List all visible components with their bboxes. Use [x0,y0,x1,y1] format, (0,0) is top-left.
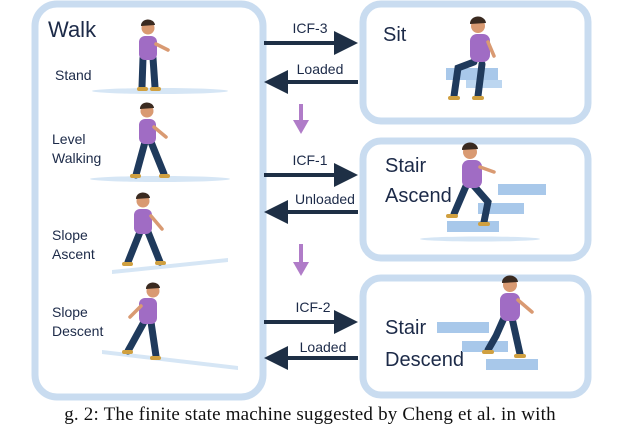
slope-ascent-ground [112,258,228,274]
slope-descent-person-figure [122,282,161,360]
ascend-to-descend-arrow [293,244,309,276]
walking-person-figure [130,102,170,179]
level-ground [90,176,230,182]
stair-ascend-stairs [447,184,546,232]
stair-descend-stairs [437,322,538,370]
unloaded-label: Unloaded [295,191,355,207]
figure-caption: g. 2: The finite state machine suggested… [64,404,556,425]
stand-ground [92,88,228,94]
icf2-label: ICF-2 [296,299,331,315]
slope-descent-ground [102,350,238,370]
walk-title: Walk [48,17,97,42]
sitting-person-figure [446,16,502,100]
sit-to-ascend-arrow [293,104,309,134]
icf3-label: ICF-3 [293,20,328,36]
standing-person-figure [137,19,170,91]
loaded-bottom-label: Loaded [300,339,347,355]
stair-ascend-person-figure [446,142,496,226]
stair-descend-title: Stair Descend [385,317,464,371]
stand-label: Stand [55,67,92,83]
stair-ascend-panel [359,137,592,262]
slope-descent-label: Slope Descent [52,304,103,339]
slope-ascent-label: Slope Ascent [52,227,95,262]
stair-descend-person-figure [482,275,534,358]
loaded-top-label: Loaded [297,61,344,77]
level-walking-label: Level Walking [52,131,101,166]
stair-ascend-ground [420,236,540,242]
sit-title: Sit [383,24,407,46]
slope-ascent-person-figure [122,192,166,266]
icf1-label: ICF-1 [293,152,328,168]
stair-ascend-title: Stair Ascend [385,155,452,207]
